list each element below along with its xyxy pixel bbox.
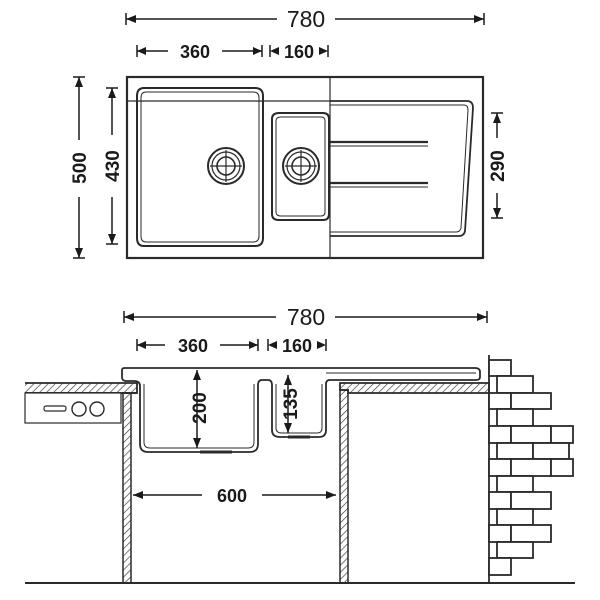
main-bowl-inner [140, 91, 260, 243]
top-small-bowl-depth-label: 290 [488, 150, 509, 182]
small-bowl-outline [271, 112, 330, 221]
top-main-bowl-width-label: 360 [180, 42, 210, 62]
main-drain-icon [207, 147, 245, 185]
top-view [125, 75, 485, 260]
drawer-front [24, 392, 122, 424]
side-main-bowl-width-label: 360 [178, 336, 208, 356]
top-main-bowl-depth-label: 430 [103, 150, 124, 182]
countertop-right [339, 382, 490, 394]
side-overall-width-label: 780 [287, 304, 325, 330]
main-bowl-outline [136, 87, 264, 247]
drainboard-outline [330, 100, 474, 237]
small-bowl-inner [275, 116, 326, 217]
control-knobs-icon [43, 401, 105, 417]
small-drain-icon [282, 147, 320, 185]
drainboard-inner [330, 104, 469, 233]
top-overall-width-label: 780 [287, 6, 325, 32]
side-small-bowl-height-label: 135 [281, 388, 302, 420]
side-view [24, 355, 575, 584]
cabinet-wall-left [122, 392, 132, 584]
sink-inner-profile [143, 384, 323, 449]
top-overall-depth-label: 500 [70, 152, 91, 184]
sink-outline [125, 75, 485, 260]
top-view-dimensions [73, 13, 503, 259]
side-cabinet-width-label: 600 [217, 486, 247, 506]
brick-wall [488, 355, 574, 583]
drainboard-grooves [330, 140, 428, 188]
side-small-bowl-width-label: 160 [282, 336, 312, 356]
sink-rim-profile [121, 367, 481, 453]
side-main-bowl-height-label: 200 [190, 392, 211, 424]
top-small-bowl-width-label: 160 [284, 42, 314, 62]
cabinet-wall-right [339, 389, 349, 584]
countertop-left [25, 382, 138, 394]
side-view-dimensions [123, 311, 488, 499]
